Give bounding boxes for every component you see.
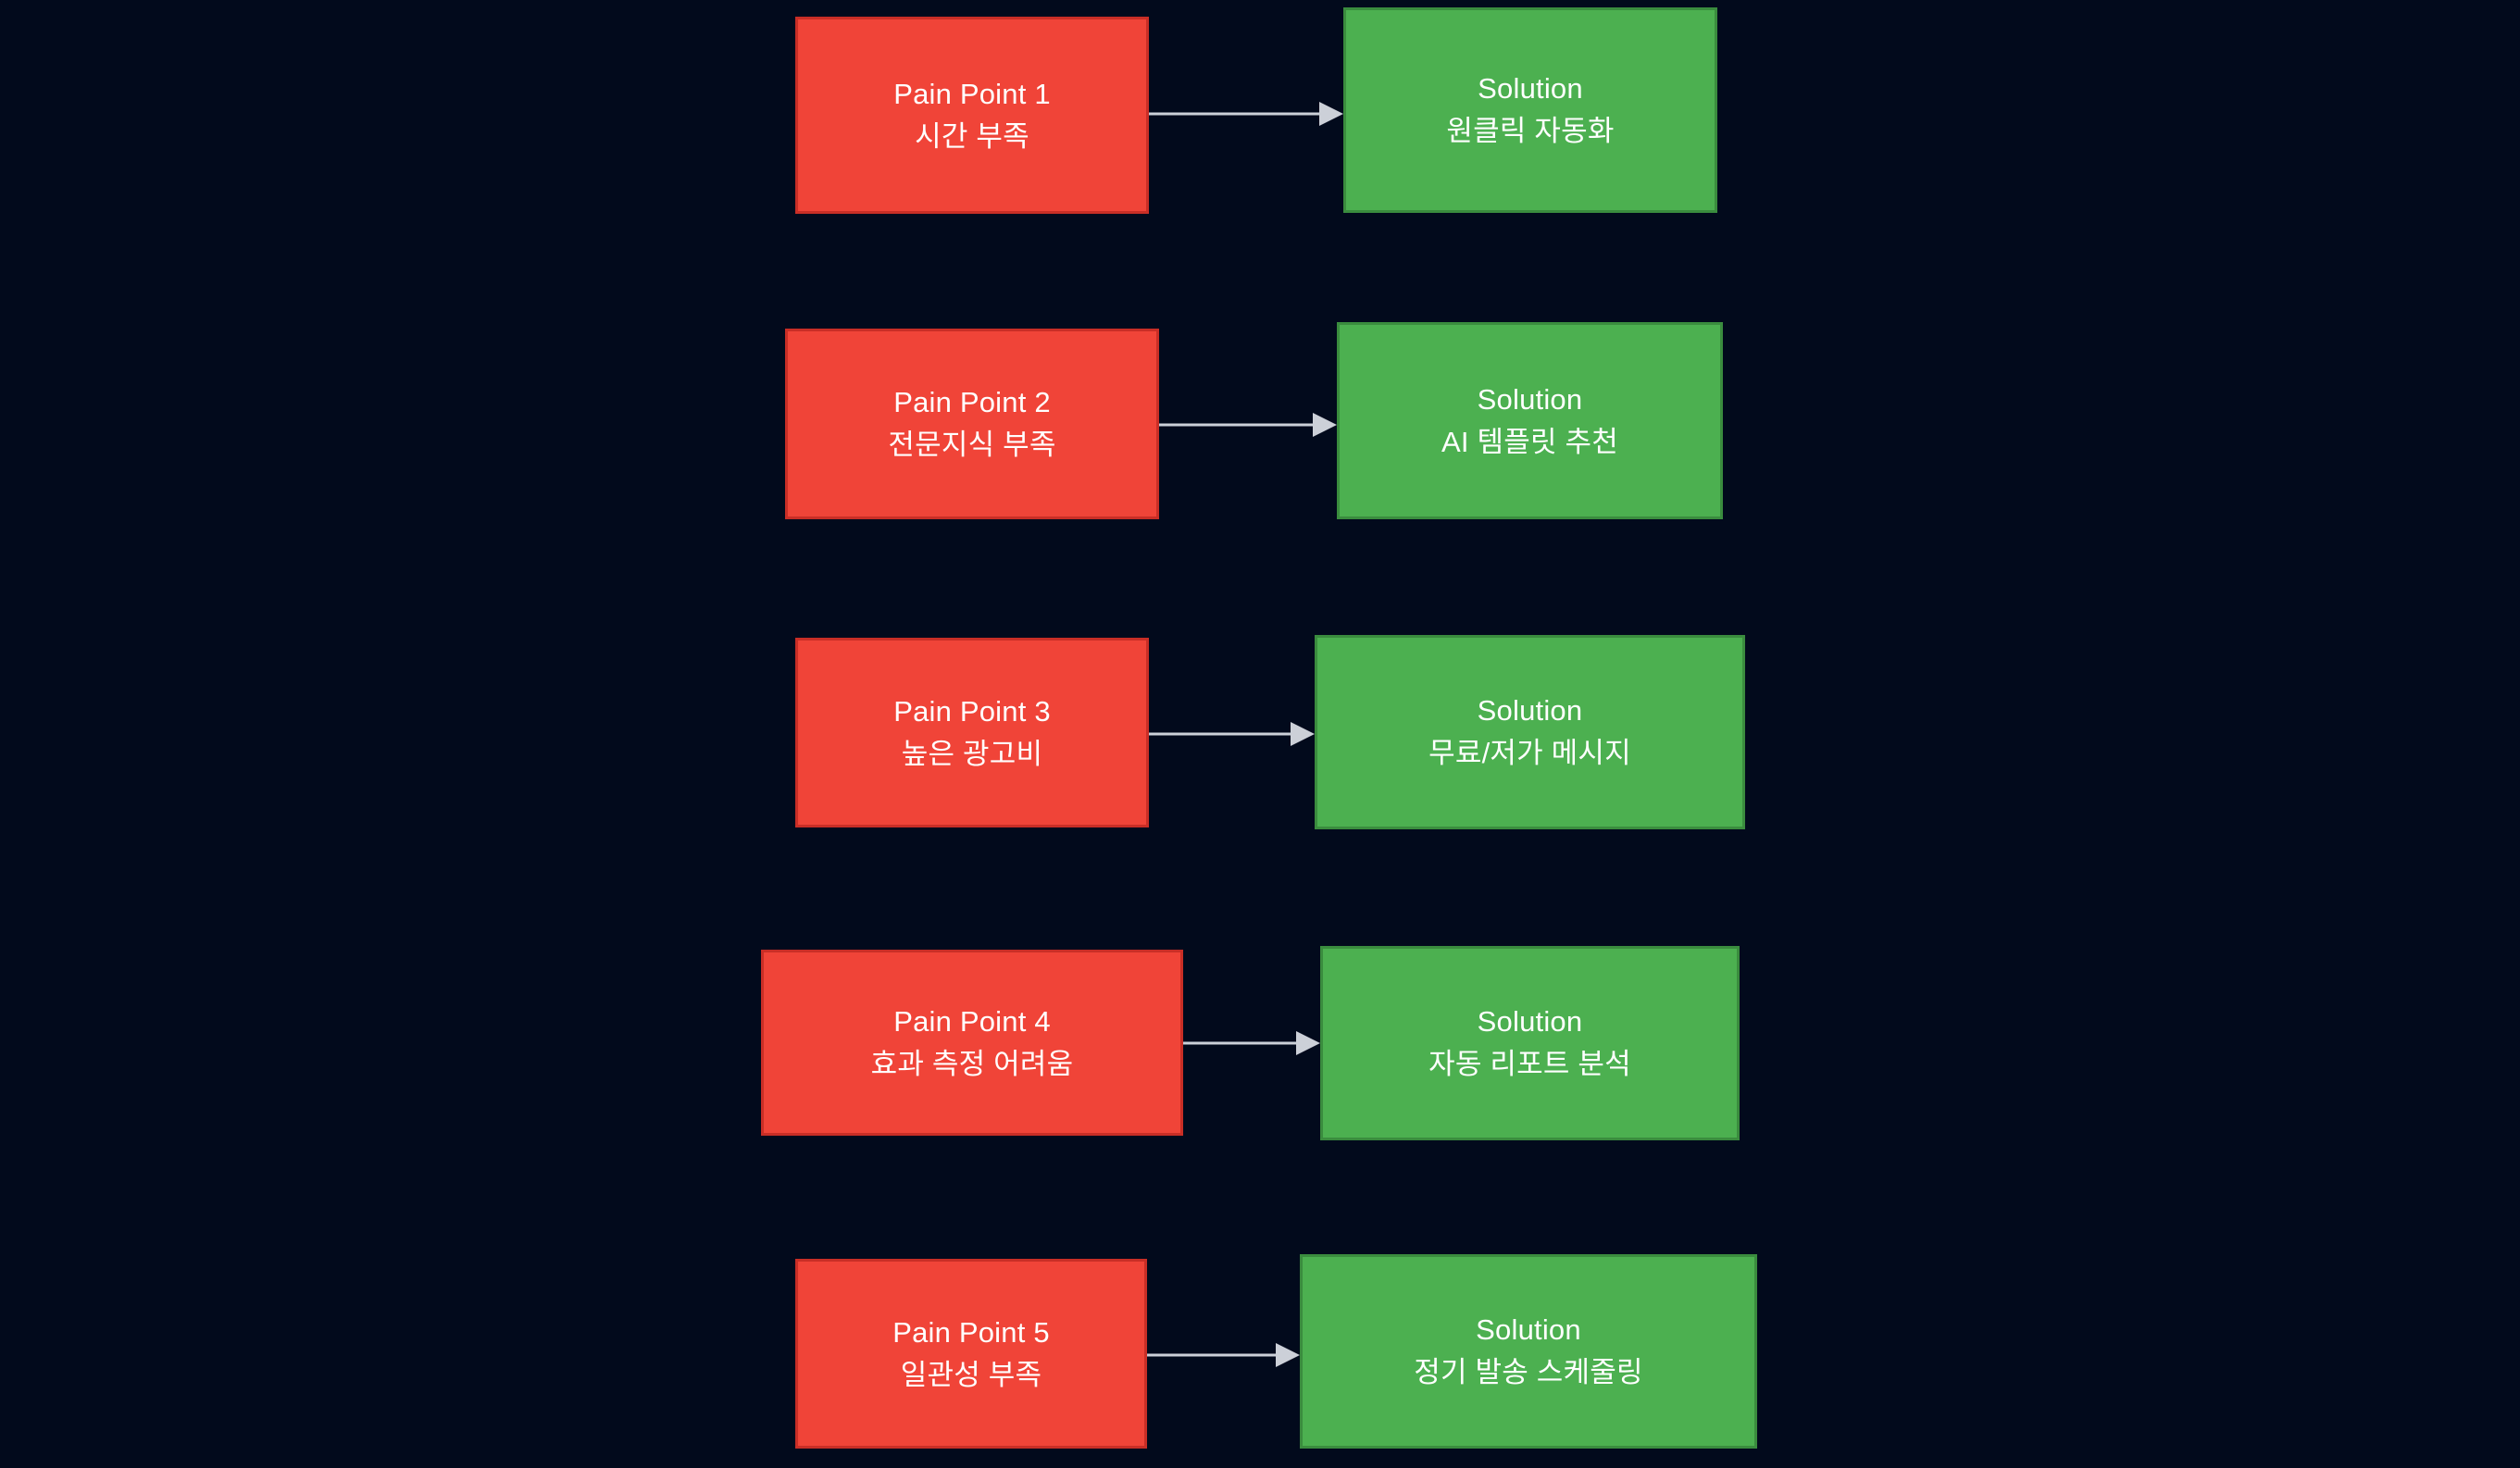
solution-title-1: Solution [1478, 72, 1583, 106]
solution-detail-4: 자동 리포트 분석 [1428, 1048, 1631, 1080]
solution-node-3[interactable]: Solution 무료/저가 메시지 [1315, 635, 1745, 829]
solution-node-5[interactable]: Solution 정기 발송 스케줄링 [1300, 1254, 1757, 1449]
pain-point-detail-1: 시간 부족 [915, 119, 1029, 153]
pain-point-node-4[interactable]: Pain Point 4 효과 측정 어려움 [761, 950, 1183, 1136]
pain-point-title-3: Pain Point 3 [893, 694, 1051, 728]
solution-node-4[interactable]: Solution 자동 리포트 분석 [1320, 946, 1740, 1140]
solution-detail-3: 무료/저가 메시지 [1428, 737, 1631, 769]
arrow-head-4 [1296, 1031, 1320, 1055]
solution-title-5: Solution [1476, 1313, 1581, 1347]
flow-arrow-4 [1183, 1025, 1320, 1062]
solution-title-2: Solution [1477, 382, 1583, 416]
arrow-head-1 [1319, 102, 1343, 126]
arrow-head-5 [1276, 1343, 1300, 1367]
pain-point-detail-2: 전문지식 부족 [888, 429, 1056, 461]
pain-point-detail-3: 높은 광고비 [901, 737, 1043, 770]
arrow-head-2 [1313, 413, 1337, 437]
pain-point-node-3[interactable]: Pain Point 3 높은 광고비 [795, 638, 1149, 827]
pain-point-node-2[interactable]: Pain Point 2 전문지식 부족 [785, 329, 1159, 519]
pain-point-detail-5: 일관성 부족 [900, 1358, 1042, 1391]
pain-point-title-2: Pain Point 2 [893, 386, 1051, 419]
pain-point-node-5[interactable]: Pain Point 5 일관성 부족 [795, 1259, 1147, 1449]
solution-detail-2: AI 템플릿 추천 [1441, 425, 1618, 458]
pain-point-title-5: Pain Point 5 [892, 1315, 1050, 1349]
pain-point-title-4: Pain Point 4 [893, 1004, 1051, 1038]
flow-arrow-2 [1159, 406, 1337, 443]
solution-title-3: Solution [1477, 694, 1583, 728]
flow-arrow-1 [1149, 95, 1343, 132]
pain-point-title-1: Pain Point 1 [893, 77, 1051, 110]
solution-detail-5: 정기 발송 스케줄링 [1414, 1356, 1643, 1388]
solution-detail-1: 원클릭 자동화 [1446, 115, 1615, 147]
arrow-head-3 [1291, 722, 1315, 746]
solution-node-1[interactable]: Solution 원클릭 자동화 [1343, 7, 1717, 213]
flow-arrow-3 [1149, 715, 1315, 753]
pain-point-detail-4: 효과 측정 어려움 [870, 1047, 1074, 1080]
solution-node-2[interactable]: Solution AI 템플릿 추천 [1337, 322, 1723, 519]
solution-title-4: Solution [1477, 1005, 1583, 1039]
flow-arrow-5 [1147, 1337, 1300, 1374]
pain-point-node-1[interactable]: Pain Point 1 시간 부족 [795, 17, 1149, 214]
